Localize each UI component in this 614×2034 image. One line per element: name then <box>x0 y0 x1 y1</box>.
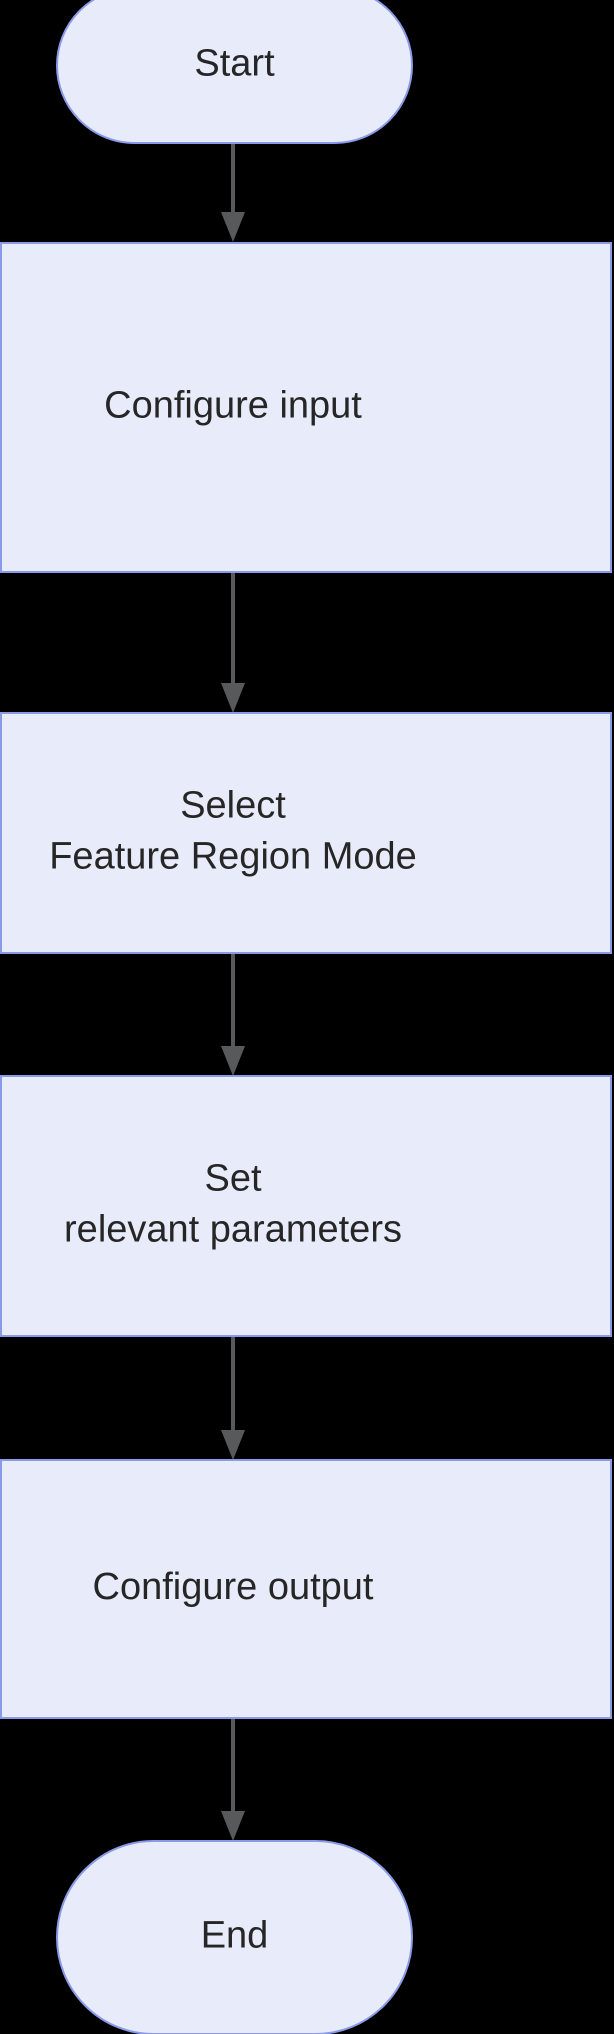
edge-configure-output-to-end <box>221 1718 245 1841</box>
node-select-feature-region-mode-label-line1: Select <box>180 785 286 827</box>
node-set-relevant-parameters[interactable]: Set relevant parameters <box>0 1075 612 1337</box>
edge-configure-input-to-select-feature-region-mode <box>221 572 245 713</box>
node-configure-input-shape[interactable] <box>0 242 612 573</box>
node-start-shape[interactable] <box>56 0 413 144</box>
node-configure-output-shape[interactable] <box>0 1459 612 1719</box>
node-set-relevant-parameters-shape[interactable] <box>0 1075 612 1337</box>
node-end-shape[interactable] <box>56 1840 413 2034</box>
arrowhead-icon <box>221 1811 245 1841</box>
node-select-feature-region-mode-label-line2: Feature Region Mode <box>49 836 417 878</box>
node-select-feature-region-mode[interactable]: Select Feature Region Mode <box>0 712 612 954</box>
node-select-feature-region-mode-shape[interactable] <box>0 712 612 954</box>
arrowhead-icon <box>221 212 245 242</box>
node-configure-input-label: Configure input <box>104 385 362 427</box>
node-set-relevant-parameters-label-line1: Set <box>204 1158 261 1200</box>
node-configure-output-label: Configure output <box>93 1566 374 1608</box>
arrowhead-icon <box>221 1430 245 1460</box>
arrowhead-icon <box>221 1046 245 1076</box>
node-configure-input[interactable]: Configure input <box>0 242 612 573</box>
edge-set-relevant-parameters-to-configure-output <box>221 1336 245 1460</box>
node-end[interactable]: End <box>56 1840 413 2034</box>
node-configure-output[interactable]: Configure output <box>0 1459 612 1719</box>
node-start-label: Start <box>194 43 275 85</box>
edge-start-to-configure-input <box>221 143 245 242</box>
node-set-relevant-parameters-label-line2: relevant parameters <box>64 1209 402 1251</box>
edge-select-feature-region-mode-to-set-relevant-parameters <box>221 953 245 1076</box>
node-start[interactable]: Start <box>56 0 413 144</box>
node-end-label: End <box>201 1915 269 1957</box>
arrowhead-icon <box>221 683 245 713</box>
